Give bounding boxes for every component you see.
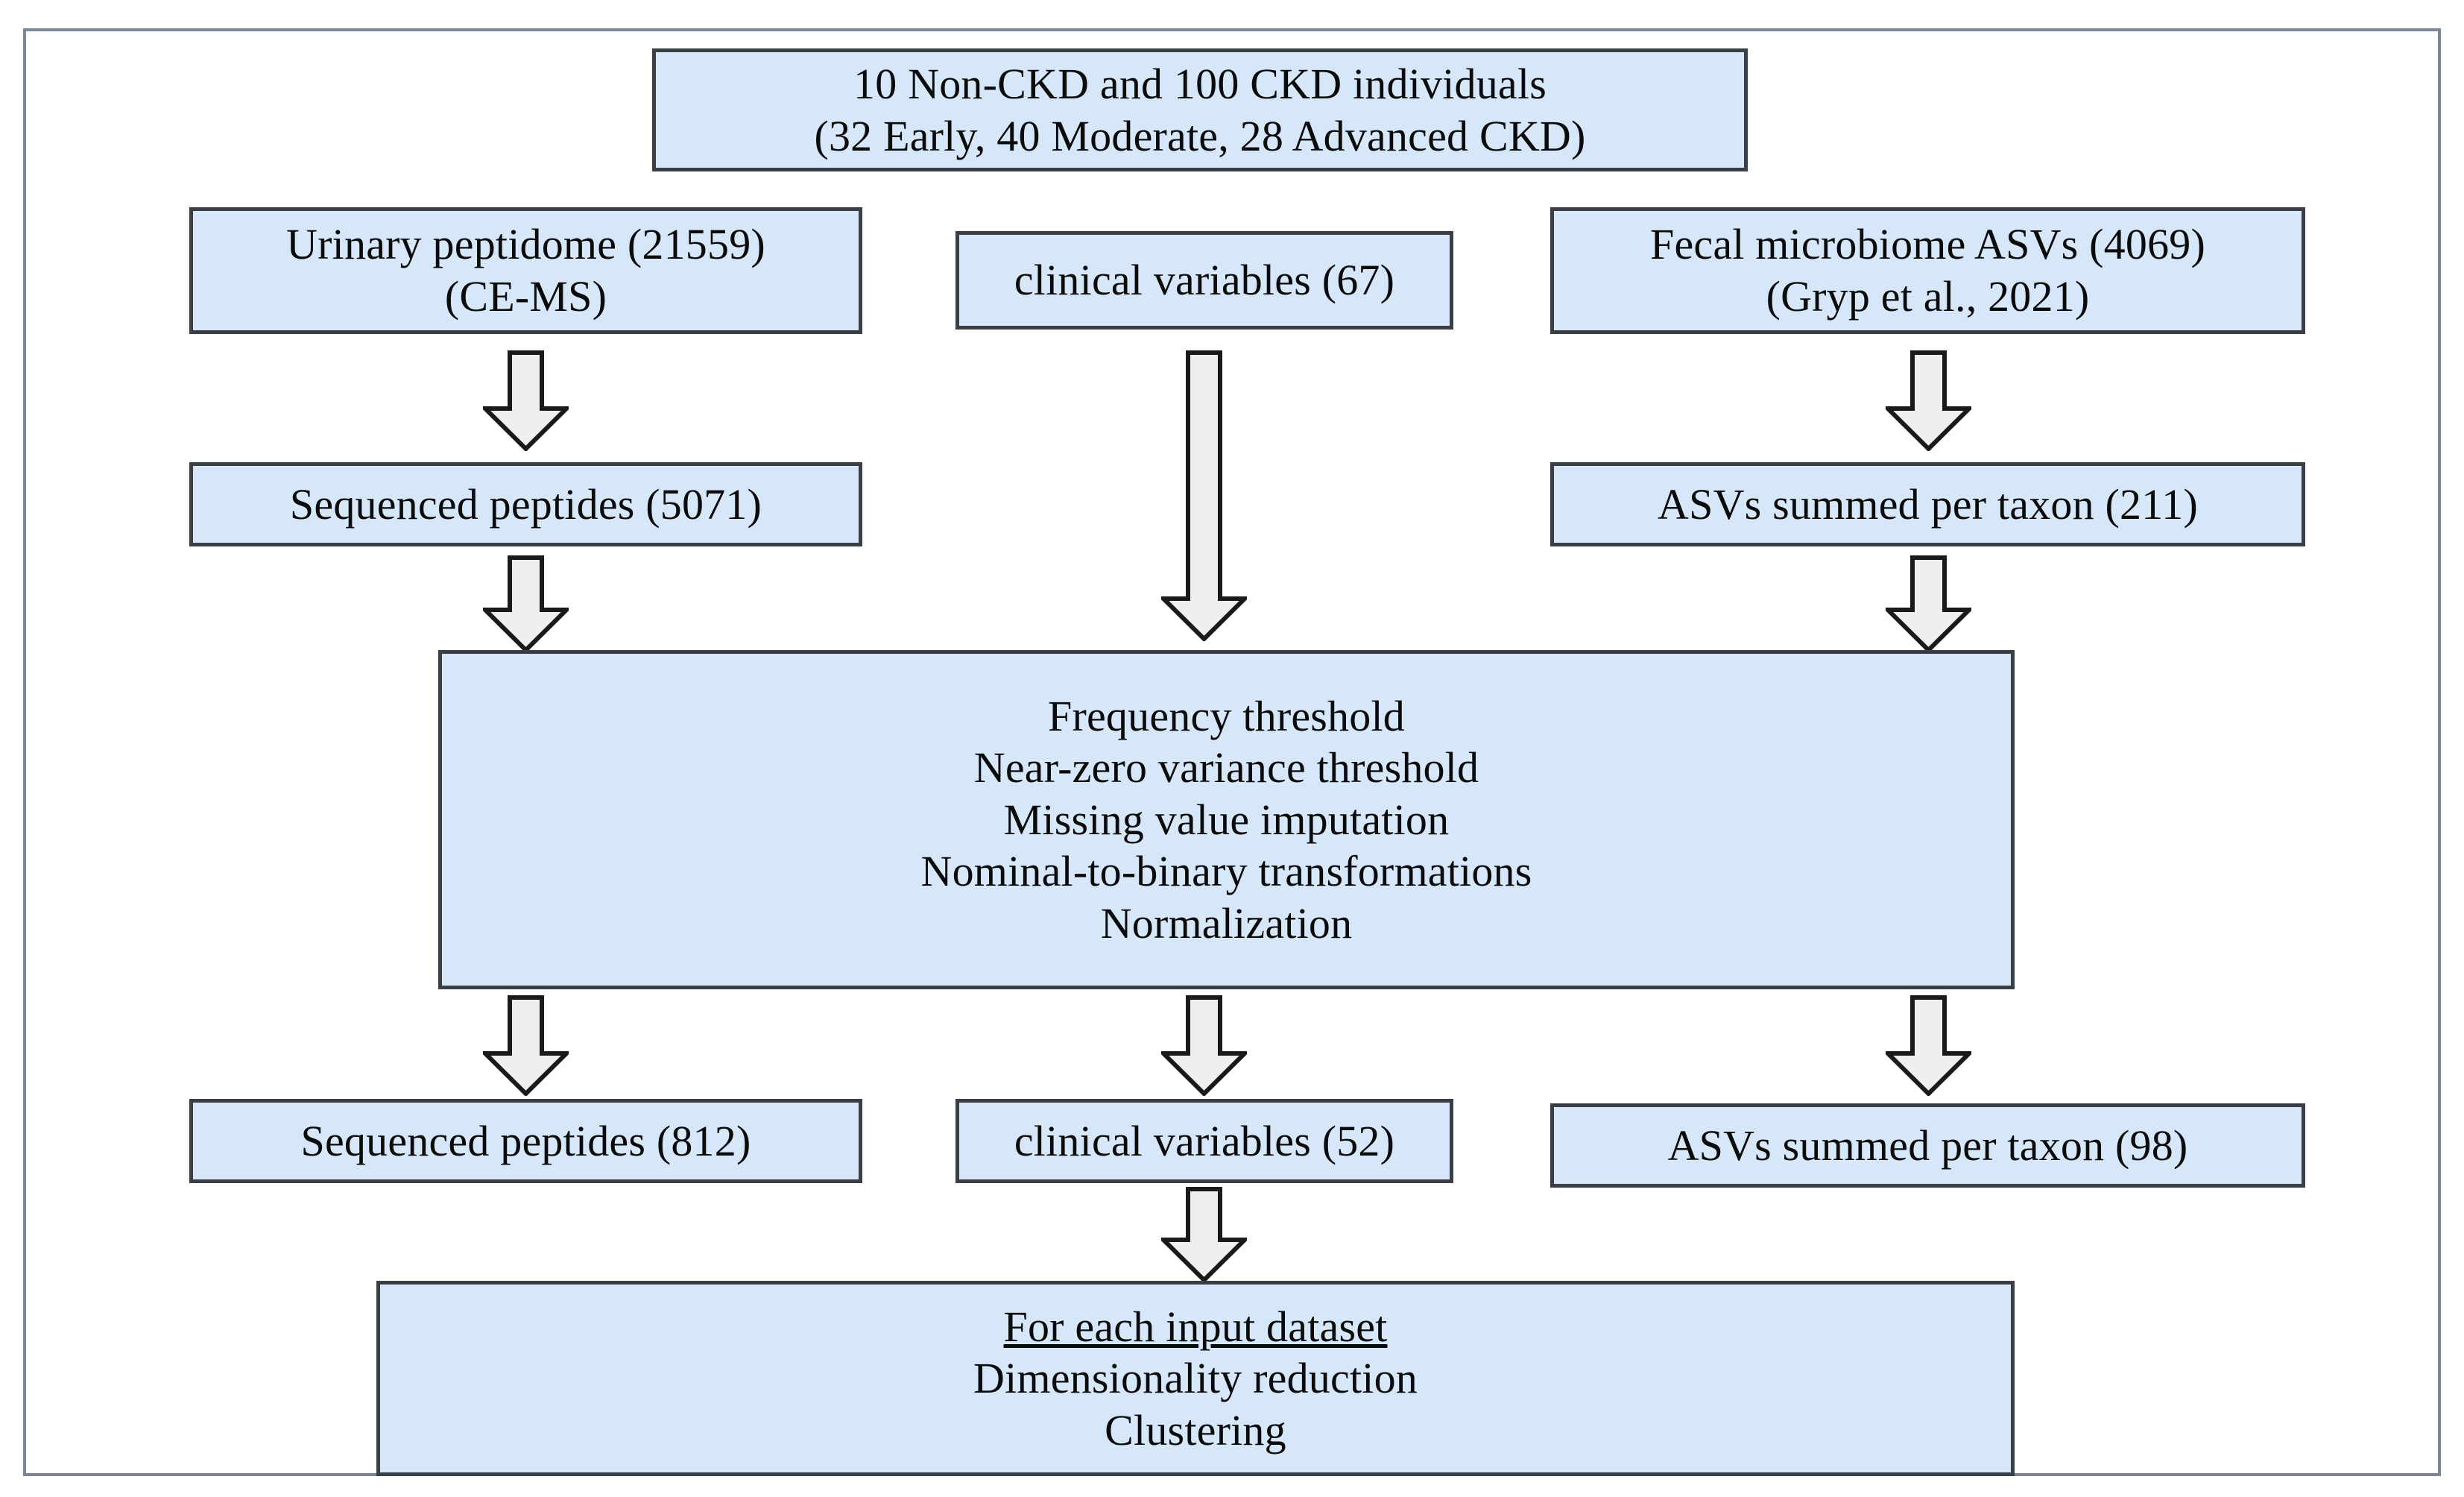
arrow-clinical-to-preprocessing (1161, 350, 1247, 641)
node-clinical-variables-filtered-line-1: clinical variables (52) (1014, 1116, 1395, 1165)
node-sequenced-peptides-raw: Sequenced peptides (5071) (189, 462, 862, 546)
node-sequenced-peptides-raw-line-1: Sequenced peptides (5071) (289, 479, 762, 529)
node-cohort: 10 Non-CKD and 100 CKD individuals (32 E… (652, 48, 1748, 171)
arrow-preprocessing-to-clinical52 (1161, 995, 1247, 1096)
node-analysis: For each input dataset Dimensionality re… (376, 1281, 2015, 1476)
node-urinary-peptidome-line-1: Urinary peptidome (21559) (286, 220, 765, 269)
node-cohort-line-1: 10 Non-CKD and 100 CKD individuals (853, 59, 1547, 108)
node-analysis-line-2: Clustering (1105, 1405, 1286, 1455)
node-analysis-heading: For each input dataset (1003, 1302, 1388, 1351)
node-cohort-line-2: (32 Early, 40 Moderate, 28 Advanced CKD) (814, 111, 1586, 160)
node-preprocessing-line-5: Normalization (1100, 898, 1353, 948)
node-urinary-peptidome-line-2: (CE-MS) (444, 272, 607, 321)
node-fecal-microbiome-line-1: Fecal microbiome ASVs (4069) (1650, 220, 2205, 269)
arrow-asvs-to-preprocessing (1886, 555, 1971, 652)
node-clinical-variables-input: clinical variables (67) (955, 231, 1453, 330)
node-fecal-microbiome-line-2: (Gryp et al., 2021) (1766, 272, 2090, 321)
node-analysis-line-1: Dimensionality reduction (973, 1354, 1418, 1403)
node-fecal-microbiome: Fecal microbiome ASVs (4069) (Gryp et al… (1550, 207, 2305, 334)
node-asvs-per-taxon-filtered: ASVs summed per taxon (98) (1550, 1103, 2305, 1188)
arrow-preprocessing-to-asvs98 (1886, 995, 1971, 1096)
node-preprocessing-line-4: Nominal-to-binary transformations (920, 847, 1532, 896)
node-asvs-per-taxon-raw: ASVs summed per taxon (211) (1550, 462, 2305, 546)
node-preprocessing: Frequency threshold Near-zero variance t… (438, 650, 2015, 989)
node-clinical-variables-input-line-1: clinical variables (67) (1014, 256, 1395, 305)
node-asvs-per-taxon-filtered-line-1: ASVs summed per taxon (98) (1667, 1121, 2188, 1170)
node-sequenced-peptides-filtered-line-1: Sequenced peptides (812) (300, 1116, 751, 1165)
arrow-sequenced-to-preprocessing (483, 555, 569, 652)
node-sequenced-peptides-filtered: Sequenced peptides (812) (189, 1099, 862, 1183)
node-preprocessing-line-1: Frequency threshold (1048, 691, 1405, 740)
node-clinical-variables-filtered: clinical variables (52) (955, 1099, 1453, 1183)
node-preprocessing-line-2: Near-zero variance threshold (973, 743, 1479, 792)
arrow-microbiome-to-asvs (1886, 350, 1971, 451)
node-urinary-peptidome: Urinary peptidome (21559) (CE-MS) (189, 207, 862, 334)
arrow-preprocessing-to-peptides812 (483, 995, 569, 1096)
arrow-clinical52-to-analysis (1161, 1187, 1247, 1282)
node-asvs-per-taxon-raw-line-1: ASVs summed per taxon (211) (1658, 479, 2198, 529)
arrow-peptidome-to-sequenced (483, 350, 569, 451)
node-preprocessing-line-3: Missing value imputation (1003, 795, 1450, 844)
